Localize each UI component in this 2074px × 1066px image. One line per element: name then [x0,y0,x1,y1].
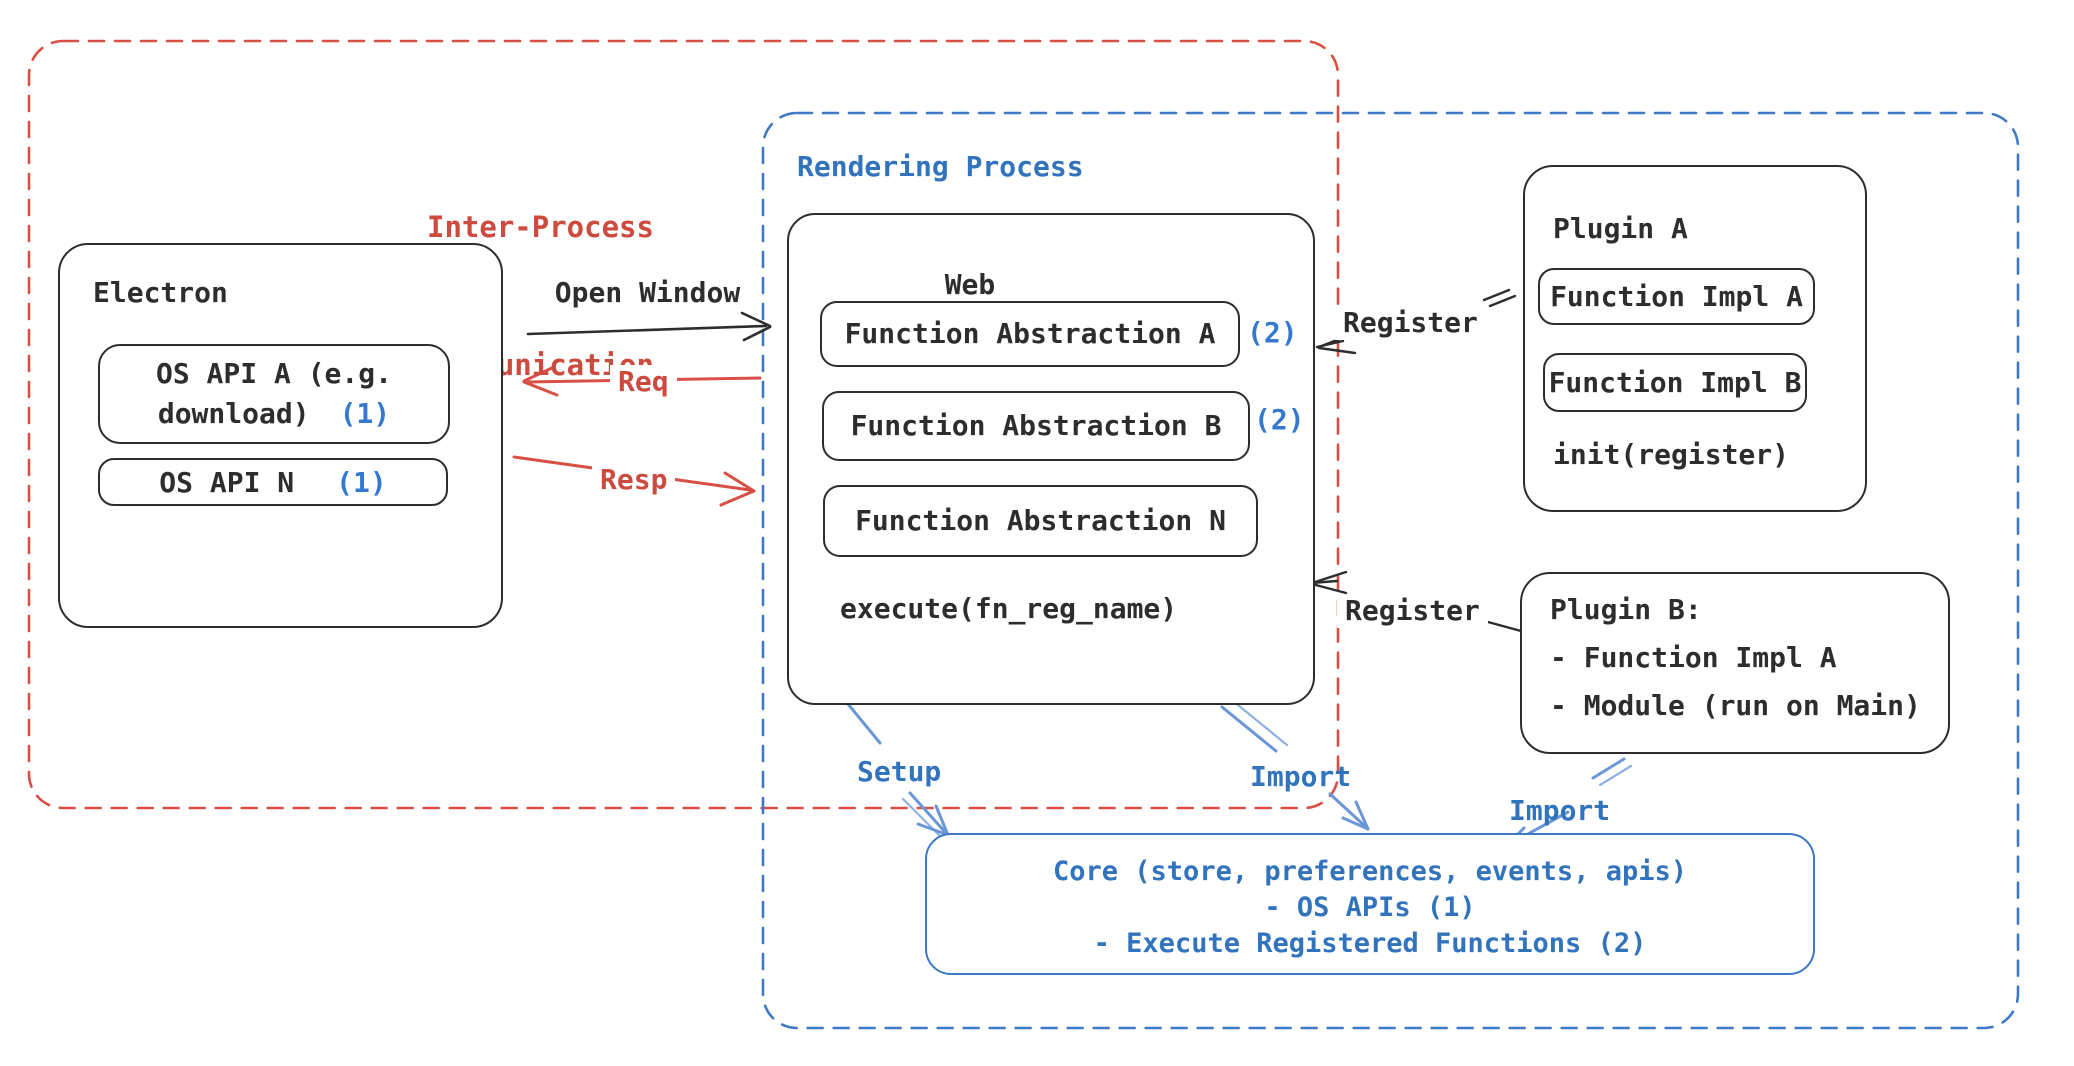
core-line3: - Execute Registered Functions (2) [1093,928,1647,959]
plugin-a-impl-b-box: Function Impl B [1543,353,1807,412]
ipc-title-line1: Inter-Process [427,210,654,244]
plugin-a-impl-b-label: Function Impl B [1548,365,1802,399]
plugin-a-title: Plugin A [1553,212,1688,245]
register-bottom-arrow [1309,570,1523,633]
core-line2: - OS APIs (1) [1264,892,1476,923]
os-api-n-label: OS API N [159,465,295,499]
os-api-a-label: OS API A (e.g. [155,357,392,390]
electron-title: Electron [93,276,228,309]
plugin-b-box [1520,572,1950,754]
function-abstraction-a-ref: (2) [1247,316,1298,349]
function-abstraction-n-label: Function Abstraction N [855,504,1226,537]
open-window-label: Open Window [554,276,741,309]
core-line1: Core (store, preferences, events, apis) [1053,856,1687,887]
import-web-label: Import [1250,760,1352,793]
os-api-n-ref: (1) [336,465,387,499]
plugin-b-text: Plugin B: - Function Impl A - Module (ru… [1550,586,1921,730]
function-abstraction-a-label: Function Abstraction A [844,317,1216,350]
function-abstraction-b-label: Function Abstraction B [850,409,1222,442]
core-box: Core (store, preferences, events, apis) … [925,833,1815,975]
register-top-label: Register [1335,306,1486,340]
plugin-a-impl-a-label: Function Impl A [1550,279,1803,313]
plugin-a-impl-a-box: Function Impl A [1538,268,1815,325]
os-api-n-box: OS API N (1) [98,458,448,506]
function-abstraction-n-box: Function Abstraction N [823,485,1258,557]
os-api-a-label-line2: download) [157,397,310,430]
os-api-a-box: OS API A (e.g. download) (1) [98,344,450,444]
function-abstraction-a-box: Function Abstraction A [820,301,1240,367]
plugin-b-title: Plugin B: [1550,593,1702,626]
plugin-b-item-2: - Module (run on Main) [1550,689,1921,722]
ipc-dashed-box [27,39,1340,810]
import-web-arrow [1220,699,1370,831]
resp-label: Resp [592,463,676,497]
function-abstraction-b-box: Function Abstraction B [822,391,1250,461]
register-bottom-label: Register [1337,594,1488,628]
os-api-a-ref: (1) [339,397,391,430]
import-plugin-b-label: Import [1509,794,1611,827]
execute-fn-label: execute(fn_reg_name) [840,592,1178,625]
plugin-a-box [1523,165,1867,512]
open-window-arrow [526,311,772,342]
plugin-a-init-label: init(register) [1553,438,1790,471]
setup-label: Setup [857,755,942,788]
plugin-b-item-1: - Function Impl A [1550,641,1837,674]
rendering-process-dashed-box [761,111,2020,1030]
function-abstraction-b-ref: (2) [1254,403,1305,436]
web-title: Web [944,268,996,301]
req-label: Req [610,365,677,399]
rendering-process-title: Rendering Process [797,150,1084,183]
